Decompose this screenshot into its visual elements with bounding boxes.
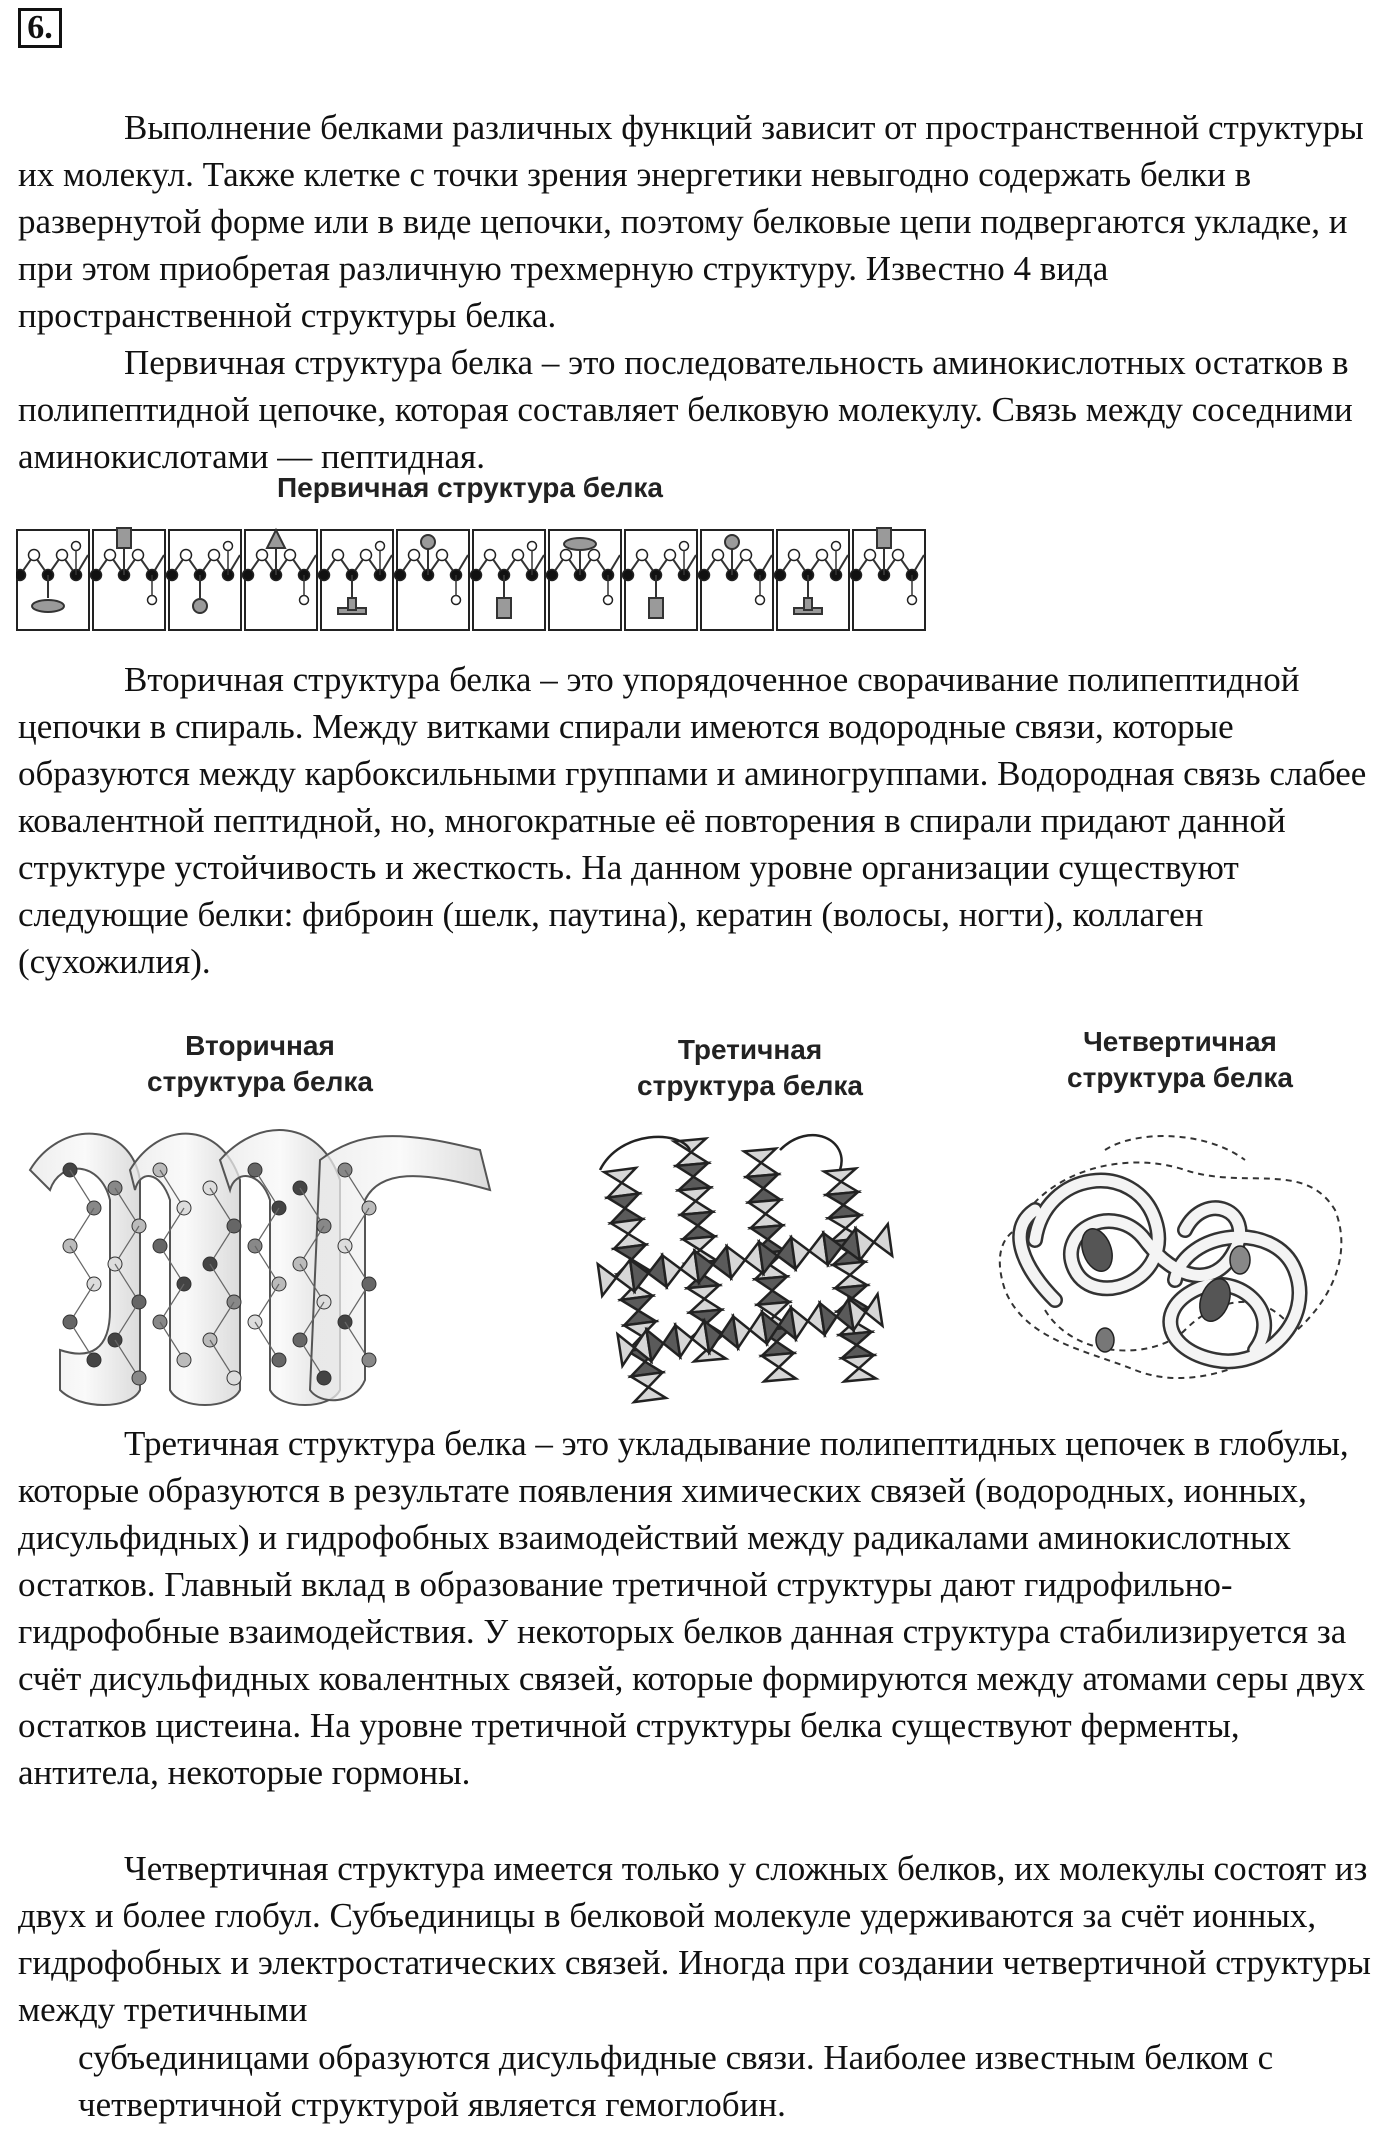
paragraph-intro-text: Выполнение белками различных функций зав… (18, 108, 1364, 335)
paragraph-tertiary-text: Третичная структура белка – это укладыва… (18, 1424, 1366, 1792)
quaternary-structure-illustration (998, 1135, 1343, 1379)
secondary-structure-illustration (28, 1129, 492, 1406)
quaternary-title-line1: Четвертичная (1083, 1026, 1277, 1057)
quaternary-structure-title: Четвертичная структура белка (990, 1024, 1370, 1096)
paragraph-quaternary-end-text: субъединицами образуются дисульфидные св… (78, 2038, 1274, 2124)
tertiary-structure-illustration (596, 1133, 894, 1404)
paragraph-intro: Выполнение белками различных функций зав… (18, 104, 1388, 339)
secondary-title-line2: структура белка (147, 1066, 373, 1097)
paragraph-secondary: Вторичная структура белка – это упорядоч… (18, 656, 1388, 985)
primary-structure-title: Первичная структура белка (277, 472, 663, 503)
tertiary-title-line1: Третичная (677, 1034, 823, 1065)
paragraph-secondary-text: Вторичная структура белка – это упорядоч… (18, 660, 1367, 981)
paragraph-tertiary: Третичная структура белка – это укладыва… (18, 1420, 1388, 1796)
paragraph-primary-text: Первичная структура белка – это последов… (18, 343, 1353, 476)
tertiary-title-line2: структура белка (637, 1070, 863, 1101)
paragraph-quaternary-end: субъединицами образуются дисульфидные св… (78, 2034, 1378, 2128)
paragraph-quaternary: Четвертичная структура имеется только у … (18, 1845, 1388, 2033)
secondary-title-line1: Вторичная (185, 1030, 335, 1061)
secondary-structure-title: Вторичная структура белка (70, 1028, 450, 1100)
quaternary-title-line2: структура белка (1067, 1062, 1293, 1093)
paragraph-quaternary-text: Четвертичная структура имеется только у … (18, 1849, 1371, 2029)
primary-structure-diagram (16, 527, 926, 631)
task-number: 6. (18, 8, 62, 48)
paragraph-primary: Первичная структура белка – это последов… (18, 339, 1388, 480)
tertiary-structure-title: Третичная структура белка (560, 1032, 940, 1104)
